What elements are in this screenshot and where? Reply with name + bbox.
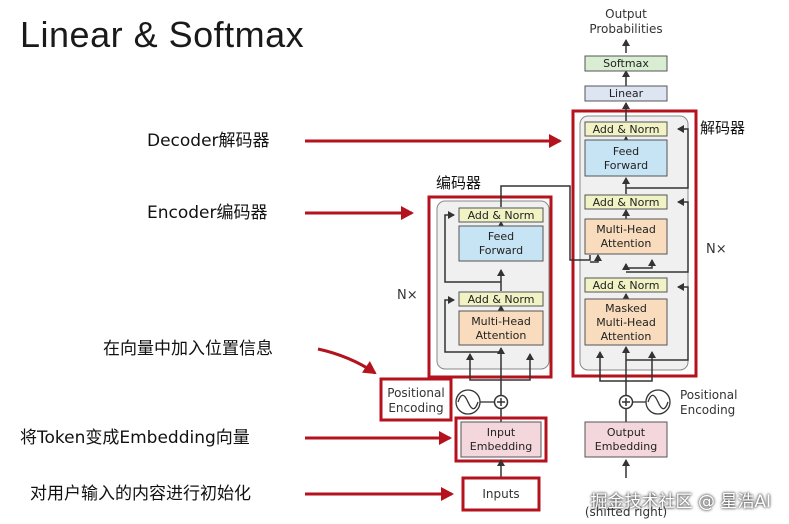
decoder-multi-head-attention: [584, 218, 668, 255]
inputs-highlight: [461, 476, 541, 512]
encoder-positional-line2: Encoding: [388, 401, 443, 415]
decoder-masked-attention: [584, 298, 668, 346]
label-init-input: 对用户输入的内容进行初始化: [30, 484, 251, 504]
decoder-add-norm-3: [584, 121, 668, 137]
output-embedding-line2: Embedding: [595, 440, 657, 453]
encoder-connectors: [444, 185, 591, 422]
output-embedding-box: [584, 421, 668, 458]
decoder-masked-line1: Masked: [605, 302, 647, 315]
linear-text: Linear: [609, 87, 644, 100]
label-positional: 在向量中加入位置信息: [103, 339, 273, 359]
output-embedding-line1: Output: [607, 426, 646, 439]
arrow-positional: [317, 347, 377, 375]
shifted-right-text: (shifted right): [585, 505, 667, 519]
input-embedding-line1: Input: [487, 426, 516, 439]
decoder-add-norm-2-text: Add & Norm: [593, 196, 660, 209]
softmax-text: Softmax: [603, 57, 649, 70]
encoder-nx: N×: [397, 288, 418, 303]
decoder-wave-path: [647, 394, 669, 410]
linear-box: [584, 85, 668, 102]
positional-encoding-highlight: [379, 377, 453, 422]
watermark: 掘金技术社区 @ 星浩AI: [590, 492, 771, 512]
encoder-multi-head-attention: [458, 310, 544, 346]
inputs-text: Inputs: [482, 487, 519, 501]
slide-title: Linear & Softmax: [20, 14, 305, 55]
encoder-title: 编码器: [436, 174, 481, 192]
encoder-mha-line2: Attention: [476, 329, 527, 342]
encoder-positional-line1: Positional: [387, 386, 444, 400]
encoder-add-norm-1-text: Add & Norm: [468, 293, 535, 306]
decoder-add-norm-3-text: Add & Norm: [593, 123, 660, 136]
input-embedding-line2: Embedding: [470, 440, 532, 453]
decoder-title: 解码器: [700, 119, 745, 137]
encoder-feed-forward: [458, 225, 544, 262]
output-probabilities-line1: Output: [605, 7, 647, 21]
decoder-ff-line1: Feed: [613, 145, 639, 158]
decoder-connectors: [590, 39, 689, 422]
decoder-add-norm-1-text: Add & Norm: [593, 279, 660, 292]
encoder-highlight: [427, 195, 553, 379]
decoder-mha-line1: Multi-Head: [596, 223, 656, 236]
decoder-ff-line2: Forward: [604, 159, 648, 172]
decoder-masked-line2: Multi-Head: [596, 316, 656, 329]
encoder-wave-path: [457, 394, 479, 410]
decoder-mha-line2: Attention: [601, 237, 652, 250]
decoder-positional-line2: Encoding: [680, 403, 735, 417]
encoder-add-norm-2: [458, 207, 544, 223]
input-embedding-box: [460, 421, 542, 458]
decoder-nx: N×: [706, 242, 727, 257]
label-decoder: Decoder解码器: [147, 131, 270, 151]
decoder-masked-line3: Attention: [601, 330, 652, 343]
encoder-add-norm-1: [458, 291, 544, 307]
decoder-positional-line1: Positional: [680, 388, 737, 402]
decoder-feed-forward: [584, 139, 668, 177]
decoder-add-norm-2: [584, 194, 668, 210]
encoder-add-norm-2-text: Add & Norm: [468, 209, 535, 222]
encoder-mha-line1: Multi-Head: [471, 315, 531, 328]
output-probabilities-line2: Probabilities: [589, 22, 662, 36]
decoder-add-norm-1: [584, 277, 668, 293]
label-encoder: Encoder编码器: [147, 203, 268, 223]
label-token-embedding: 将Token变成Embedding向量: [20, 428, 250, 448]
decoder-highlight: [571, 109, 698, 378]
encoder-ff-line2: Forward: [479, 244, 523, 257]
softmax-box: [584, 55, 668, 72]
encoder-ff-line1: Feed: [488, 230, 514, 243]
